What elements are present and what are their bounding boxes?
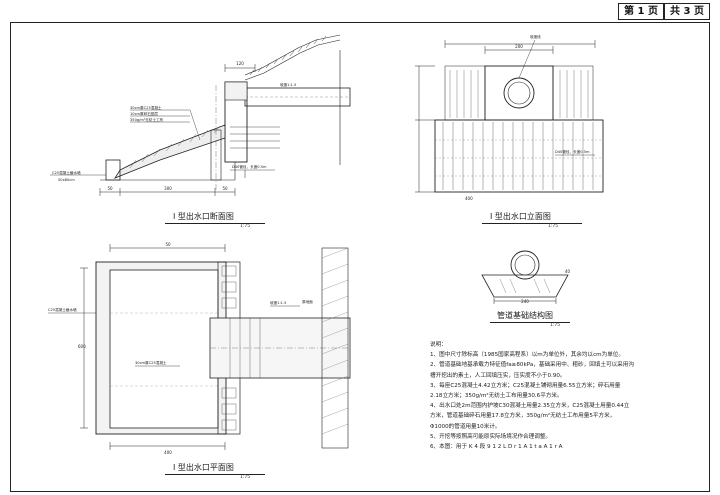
- front-dim-bottom: 400: [465, 196, 473, 201]
- notes-item: 方米，管道基础碎石用量17.8立方米，350g/m²无纺土工布用量5平方米，: [430, 413, 616, 420]
- section-dim-bottom-c: 50: [222, 186, 228, 191]
- front-label-b: 坡度线: [530, 34, 541, 39]
- front-scale: 1:75: [548, 224, 559, 229]
- pipe-scale: 1:75: [550, 323, 561, 328]
- section-scale: 1:75: [240, 224, 251, 229]
- plan-label-a: C25混凝土截水墙: [48, 307, 77, 312]
- front-label-a: D40管径，长度0.5m: [555, 149, 590, 154]
- plan-scale: 1:75: [240, 475, 251, 480]
- pipe-foundation-view: 240 40: [481, 250, 571, 304]
- pipe-title-underline: [490, 322, 570, 323]
- section-dim-mid: 300: [164, 186, 172, 191]
- page-total: 共 3 页: [670, 6, 704, 17]
- drawing-frame: [10, 22, 710, 492]
- front-title-underline: [482, 223, 582, 224]
- plan-view: 400 600 50: [48, 242, 351, 455]
- section-title-underline: [165, 223, 265, 224]
- page-current: 第 1 页: [624, 6, 658, 17]
- plan-dim-width: 400: [164, 450, 172, 455]
- page-current-box: 第 1 页: [618, 3, 664, 20]
- section-label-g: 坡度1:1.5: [280, 82, 296, 87]
- notes-item: 1、图中尺寸除标高（1985国家高程系）以m为单位外，其余均以cm为单位。: [430, 352, 624, 359]
- notes-item: 槽开挖出的素土，人工回填压实，压实度不小于0.90。: [430, 372, 566, 379]
- pipe-dim-inner: 40: [565, 269, 571, 274]
- plan-dim-height: 600: [78, 344, 86, 349]
- notes-item: 4、出水口处2m范围内护坡C30混凝土用量2.35立方米，C25混凝土用量0.4…: [430, 403, 630, 410]
- section-dim-bottom-a: 50: [107, 186, 113, 191]
- notes-item: 6、本图：用于 K 4 段 9 1 2 L D r 1 A 1 t a A 1 …: [430, 444, 563, 451]
- notes-item: 2.18立方米；350g/m²无纺土工布用量30.6平方米。: [430, 393, 563, 400]
- notes-item: 2、管道基础地基承载力特征值fa≥80kPa，基础采用中、粗砂，回填土可以采用沟: [430, 362, 634, 369]
- plan-dim-small: 50: [165, 242, 171, 247]
- notes-item: 3、每座C25混凝土4.42立方米；C25混凝土铺砌用量6.55立方米；碎石用量: [430, 382, 621, 389]
- section-title: I 型出水口断面图: [173, 212, 234, 221]
- front-dim-top: 200: [515, 44, 523, 49]
- section-label-f: D40管径，长度0.5m: [232, 164, 267, 169]
- section-label-b: 10cm厚碎石垫层: [130, 111, 158, 116]
- front-view: 200: [415, 34, 604, 201]
- page-total-box: 共 3 页: [664, 3, 710, 20]
- section-view: 120 300 50 50 30cm厚C25混凝土 10cm厚碎石垫层 350g…: [50, 34, 351, 196]
- plan-label-d: 原地面: [302, 299, 313, 304]
- plan-title: I 型出水口平面图: [173, 463, 234, 472]
- pipe-dim-width: 240: [521, 299, 529, 304]
- plan-title-underline: [165, 474, 265, 475]
- section-label-e: 50x80cm: [58, 178, 75, 182]
- notes-item: Φ1000的管道用量10米计。: [430, 423, 501, 430]
- plan-label-c: 坡度1:1.5: [270, 300, 286, 305]
- pipe-title: 管道基础结构图: [497, 311, 553, 320]
- plan-label-b: 30cm厚C25混凝土: [135, 360, 167, 365]
- section-label-a: 30cm厚C25混凝土: [130, 105, 162, 110]
- front-title: I 型出水口立面图: [490, 212, 551, 221]
- section-dim-top: 120: [236, 61, 244, 66]
- section-label-d: C25混凝土截水墙: [52, 170, 81, 175]
- section-label-c: 350g/m²无纺土工布: [130, 117, 164, 122]
- notes-heading: 说明：: [430, 342, 447, 348]
- notes-block: 说明： 1、图中尺寸除标高（1985国家高程系）以m为单位外，其余均以cm为单位…: [430, 340, 700, 452]
- notes-item: 5、开挖等按照高可能原实际场境况作合理调整。: [430, 433, 552, 440]
